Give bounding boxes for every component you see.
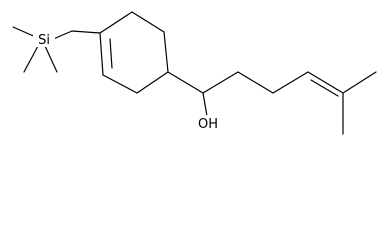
bond-ch2-ring <box>71 30 101 34</box>
bond-ring-c4-c5 <box>136 71 169 94</box>
bond-ring-carbinol <box>167 71 204 94</box>
atom-label-si: Si <box>38 33 50 48</box>
bond-ring-c3-c4 <box>163 31 169 73</box>
bond-chain-2 <box>237 71 274 94</box>
bond-chain-double <box>307 71 344 94</box>
molecular-structure: Si OH <box>12 11 377 135</box>
bond-ring-c5-c6 <box>102 74 138 94</box>
bond-chain-double-inner <box>310 79 339 97</box>
bond-ring-double-inner <box>109 38 113 69</box>
bond-si-methyl-down <box>23 45 39 73</box>
bond-chain-methyl-up <box>342 71 377 94</box>
bond-chain-3 <box>272 71 309 94</box>
bond-si-methyl-right <box>44 45 58 73</box>
bond-carbinol-oh <box>202 92 208 117</box>
atom-label-oh: OH <box>198 117 218 132</box>
bond-ring-c1-c2 <box>99 11 133 34</box>
bond-ring-c6-c1 <box>99 32 104 76</box>
bond-chain-1 <box>202 71 239 94</box>
bond-ring-c2-c3 <box>131 11 165 33</box>
